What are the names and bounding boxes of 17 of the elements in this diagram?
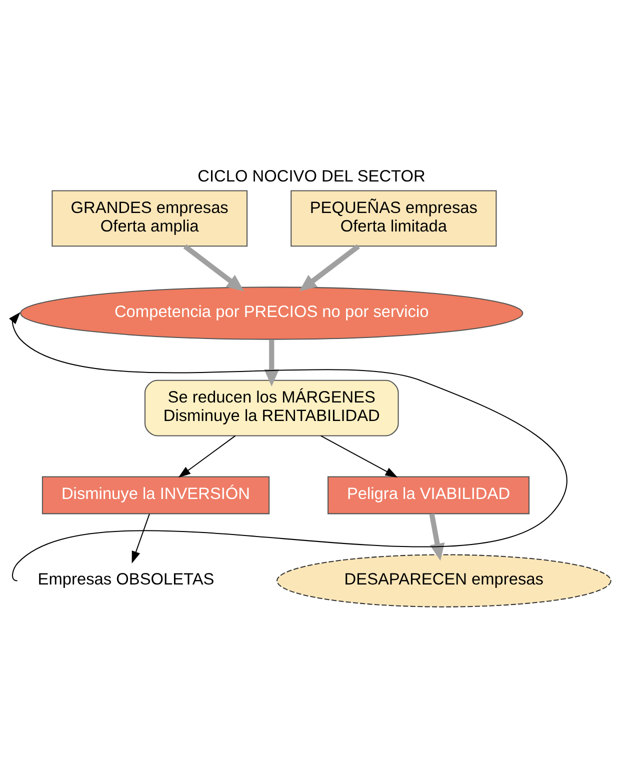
node-box: PEQUEÑAS empresas Oferta limitada (290, 190, 497, 247)
node-box: GRANDES empresas Oferta amplia (52, 190, 248, 247)
node-ellipse: DESAPARECEN empresas (276, 554, 612, 608)
arrow (320, 435, 398, 478)
arrow (9, 312, 568, 581)
arrow (264, 340, 280, 386)
arrow (429, 514, 445, 561)
node-text: Empresas OBSOLETAS (38, 570, 214, 589)
arrow (299, 244, 360, 292)
arrow (132, 514, 150, 564)
arrow (183, 244, 244, 292)
arrow (178, 435, 236, 478)
node-box: Peligra la VIABILIDAD (328, 476, 530, 514)
node-ellipse: Competencia por PRECIOS no por servicio (20, 286, 524, 340)
diagram-title: CICLO NOCIVO DEL SECTOR (198, 167, 426, 186)
node-box: Se reducen los MÁRGENES Disminuye la RENTABILIDAD (144, 380, 399, 436)
node-box: Disminuye la INVERSIÓN (42, 476, 270, 514)
